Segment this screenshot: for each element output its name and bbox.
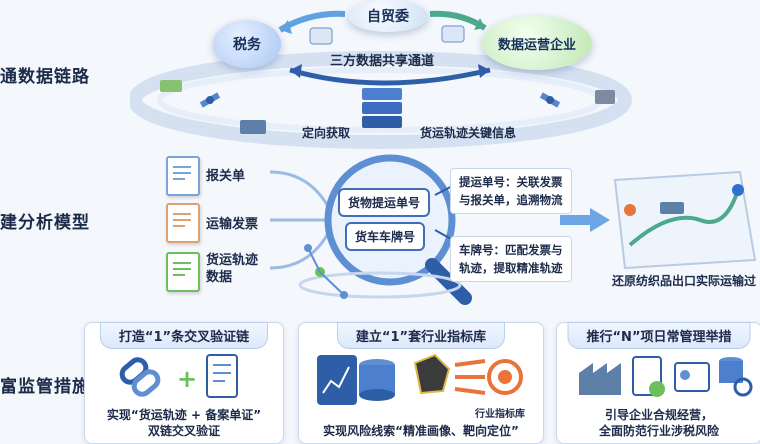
panel-3-title: 推行“N”项日常管理举措 <box>567 322 751 349</box>
chain-link-icon: + <box>119 354 238 398</box>
note-waybill-line1: 提运单号：关联发票 <box>459 175 563 189</box>
svg-text:+: + <box>177 365 197 393</box>
management-icons <box>579 356 753 397</box>
row-label-data-link: 通数据链路 <box>0 67 90 87</box>
node-tax: 税务 <box>213 20 281 68</box>
node-data-operator-label: 数据运营企业 <box>497 37 576 53</box>
node-ftz-label: 自贸委 <box>367 9 409 25</box>
directed-label: 定向获取 <box>302 126 351 140</box>
channel-label: 三方数据共享通道 <box>330 54 435 69</box>
row-label-supervision: 富监管措施 <box>0 377 90 397</box>
data-link-diagram <box>130 10 632 149</box>
chip-waybill-number: 货物提运单号 <box>338 188 431 217</box>
panel-2-caption-1: 实现风险线索“精准画像、靶向定位” <box>323 424 519 438</box>
panel-2-title: 建立“1”套行业指标库 <box>336 322 506 349</box>
indicator-graphics <box>317 353 523 405</box>
trajectory-doc-icon <box>166 252 200 292</box>
panel-3-caption-2: 全面防范行业涉税风险 <box>598 424 719 438</box>
chip-plate-number: 货车车牌号 <box>345 222 426 251</box>
doc-label-invoice: 运输发票 <box>206 217 259 232</box>
key-info-label: 货运轨迹关键信息 <box>420 126 517 140</box>
node-ftz: 自贸委 <box>348 0 428 32</box>
note-plate-line2: 轨迹，提取精准轨迹 <box>459 261 563 275</box>
panel-1-title: 打造“1”条交叉验证链 <box>99 322 269 349</box>
node-tax-label: 税务 <box>233 37 261 53</box>
doc-label-customs: 报关单 <box>206 169 246 184</box>
note-plate-line1: 车牌号：匹配发票与 <box>459 243 563 257</box>
invoice-icon <box>166 203 200 243</box>
note-waybill-line2: 与报关单，追溯物流 <box>459 193 563 207</box>
panel-1-caption-2: 双链交叉验证 <box>147 424 220 438</box>
panel-cross-verification: 打造“1”条交叉验证链 + 实现“货运轨迹 + 备案单证” 双链交叉验证 <box>84 322 284 444</box>
document-icon <box>166 156 200 196</box>
panel-3-caption-1: 引导企业合规经营， <box>604 408 713 422</box>
node-data-operator: 数据运营企业 <box>482 16 592 70</box>
note-waybill: 提运单号：关联发票 与报关单，追溯物流 <box>450 168 572 214</box>
panel-2-sub-label: 行业指标库 <box>475 409 525 420</box>
result-label: 还原纺织品出口实际运输过 <box>612 274 757 288</box>
panel-daily-management: 推行“N”项日常管理举措 引导企业合规经营， 全面防范行业涉税风险 <box>556 322 760 444</box>
doc-label-trajectory: 货运轨迹 数据 <box>206 253 259 285</box>
note-plate: 车牌号：匹配发票与 轨迹，提取精准轨迹 <box>450 236 572 282</box>
row-label-analysis-model: 建分析模型 <box>0 213 90 233</box>
panel-1-caption-1: 实现“货运轨迹 + 备案单证” <box>106 408 262 422</box>
panel-indicator-library: 建立“1”套行业指标库 行业指标库 实现风险线索“精准画像、靶向定位” <box>298 322 544 444</box>
